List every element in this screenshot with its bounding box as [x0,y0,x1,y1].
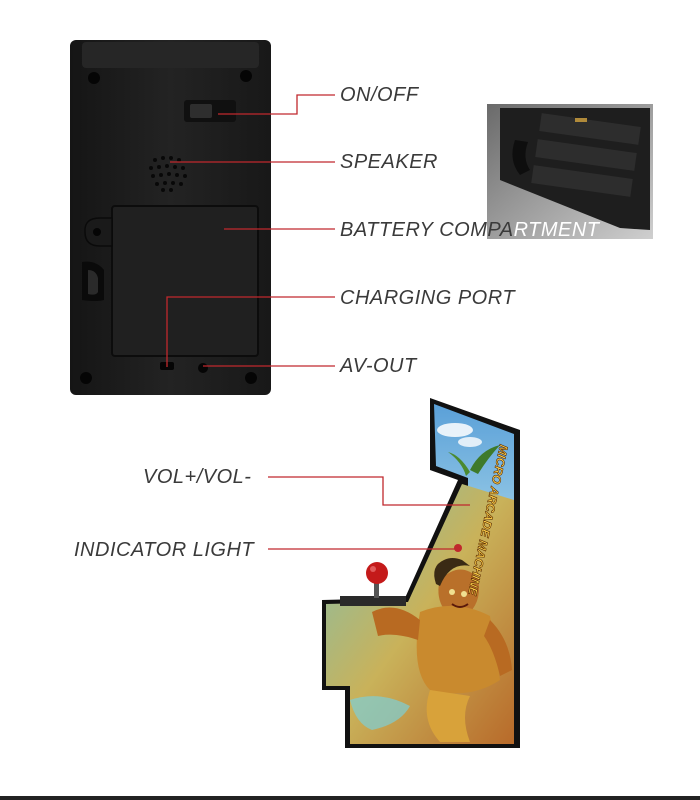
screw-icon [240,70,252,82]
speaker-grille [149,156,187,192]
battery-cover[interactable] [111,205,259,357]
fighter-character-art [372,558,512,742]
battery-slot [539,113,641,145]
av-out-port [198,363,208,373]
leader-lines-bottom [268,476,470,550]
cloud [458,437,482,447]
label-charging-port: CHARGING PORT [340,287,516,309]
leader-line-vol [268,476,470,506]
label-av-out: AV-OUT [340,355,417,377]
joystick-highlight [370,566,376,572]
label-on-off: ON/OFF [340,84,419,106]
joystick-shaft [374,578,379,598]
label-indicator-light: INDICATOR LIGHT [74,539,255,561]
battery-compartment-inset [487,104,653,239]
joystick-ball-icon [366,562,388,584]
strap-loop-hole [88,270,98,295]
leader-line-charging-port [166,296,335,367]
battery-contact [575,118,587,122]
palm-leaf [470,445,500,474]
label-battery-compartment-part1: BATTERY COMPA [340,219,514,241]
palm-leaf [448,452,470,476]
cloud [437,423,473,437]
bottom-divider [0,796,700,800]
water-splash [350,696,410,730]
leader-lines-top [166,94,335,367]
battery-slot [531,165,633,197]
label-vol: VOL+/VOL- [143,466,252,488]
arcade-cabinet: MICRO ARCADE MACHINE [322,398,520,748]
power-switch-knob [190,104,212,118]
screw-icon [80,372,92,384]
latch-screw-icon [93,228,101,236]
screw-icon [245,372,257,384]
indicator-light-icon [454,544,462,552]
label-battery-compartment-part2: RTMENT [513,219,600,241]
device-back-view [70,40,271,395]
battery-slot [535,139,637,171]
inset-latch [512,140,530,175]
leader-line-on-off [218,94,335,115]
label-battery-compartment: BATTERY COMPARTMENT [340,218,600,242]
label-speaker: SPEAKER [340,151,438,173]
control-panel [340,596,406,606]
device-top-bevel [82,42,259,68]
screw-icon [88,72,100,84]
